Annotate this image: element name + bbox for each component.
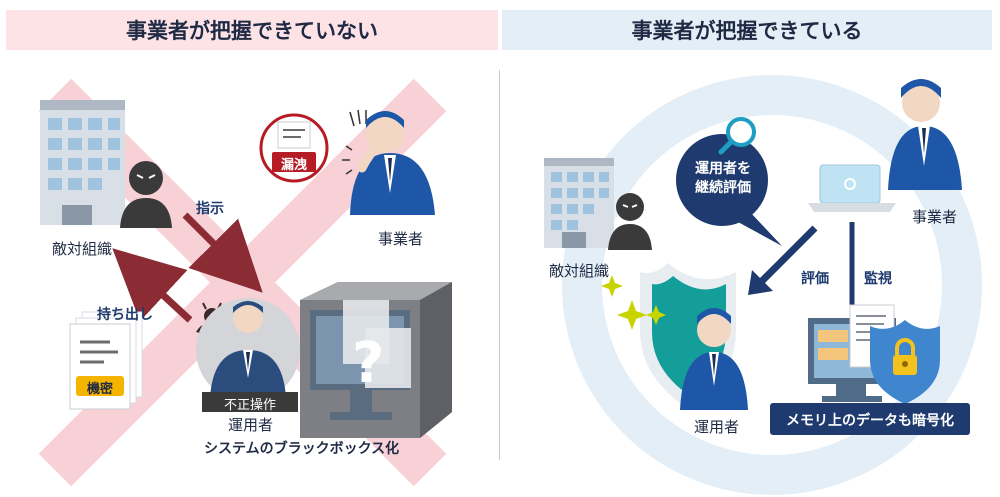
encrypt-caption-bg [770, 403, 970, 435]
confidential-document-icon [69, 311, 143, 410]
blackbox-system-icon: ? [300, 282, 452, 438]
worried-business-person-icon [342, 109, 435, 215]
evaluate-arrowhead [748, 270, 773, 295]
operator-icon-right [680, 308, 748, 410]
right-panel-title: 事業者が把握できている [631, 19, 863, 43]
hostile-org-label-right: 敵対組織 [549, 262, 610, 280]
confidential-tag: 機密 [86, 382, 113, 397]
operator-label-right: 運用者 [694, 418, 740, 436]
takeout-arrow [112, 248, 193, 323]
right-panel-header: 事業者が把握できている [502, 10, 992, 50]
business-label-right: 事業者 [912, 208, 958, 226]
operator-label: 運用者 [228, 416, 274, 434]
blackbox-caption: システムのブラックボックス化 [204, 441, 400, 457]
unauthorized-tag: 不正操作 [223, 398, 276, 413]
instruction-arrow [182, 212, 263, 293]
unauthorized-tag-bg [202, 392, 298, 412]
hostile-person-icon-right [608, 193, 652, 250]
instruction-label: 指示 [196, 201, 224, 217]
sparkle-icon [601, 275, 666, 330]
laptop-icon [808, 164, 896, 212]
svg-text:?: ? [352, 331, 384, 396]
building-icon-right [544, 158, 614, 248]
monitor-cycle-ring [562, 75, 982, 495]
business-label: 事業者 [378, 230, 424, 248]
building-icon [40, 100, 125, 225]
leak-tag: 漏洩 [280, 158, 307, 173]
left-panel-title: 事業者が把握できていない [126, 19, 378, 43]
lock-shield-icon [870, 320, 940, 404]
panel-divider [499, 70, 500, 460]
leak-document-icon [259, 113, 329, 183]
magnifier-icon [718, 117, 756, 155]
left-panel-header: 事業者が把握できていない [6, 10, 498, 50]
monitor-label: 監視 [864, 271, 892, 287]
operator-icon [196, 298, 300, 402]
hostile-org-label: 敵対組織 [52, 240, 113, 258]
encrypt-caption: メモリ上のデータも暗号化 [786, 413, 954, 429]
hostile-person-icon [120, 161, 172, 228]
takeout-label: 持ち出し [97, 307, 153, 323]
speech-bubble [676, 134, 782, 246]
bubble-text: 運用者を 継続評価 [695, 161, 751, 196]
business-person-icon [888, 79, 962, 190]
evaluate-arrow [757, 225, 818, 286]
evaluate-label: 評価 [801, 271, 829, 287]
